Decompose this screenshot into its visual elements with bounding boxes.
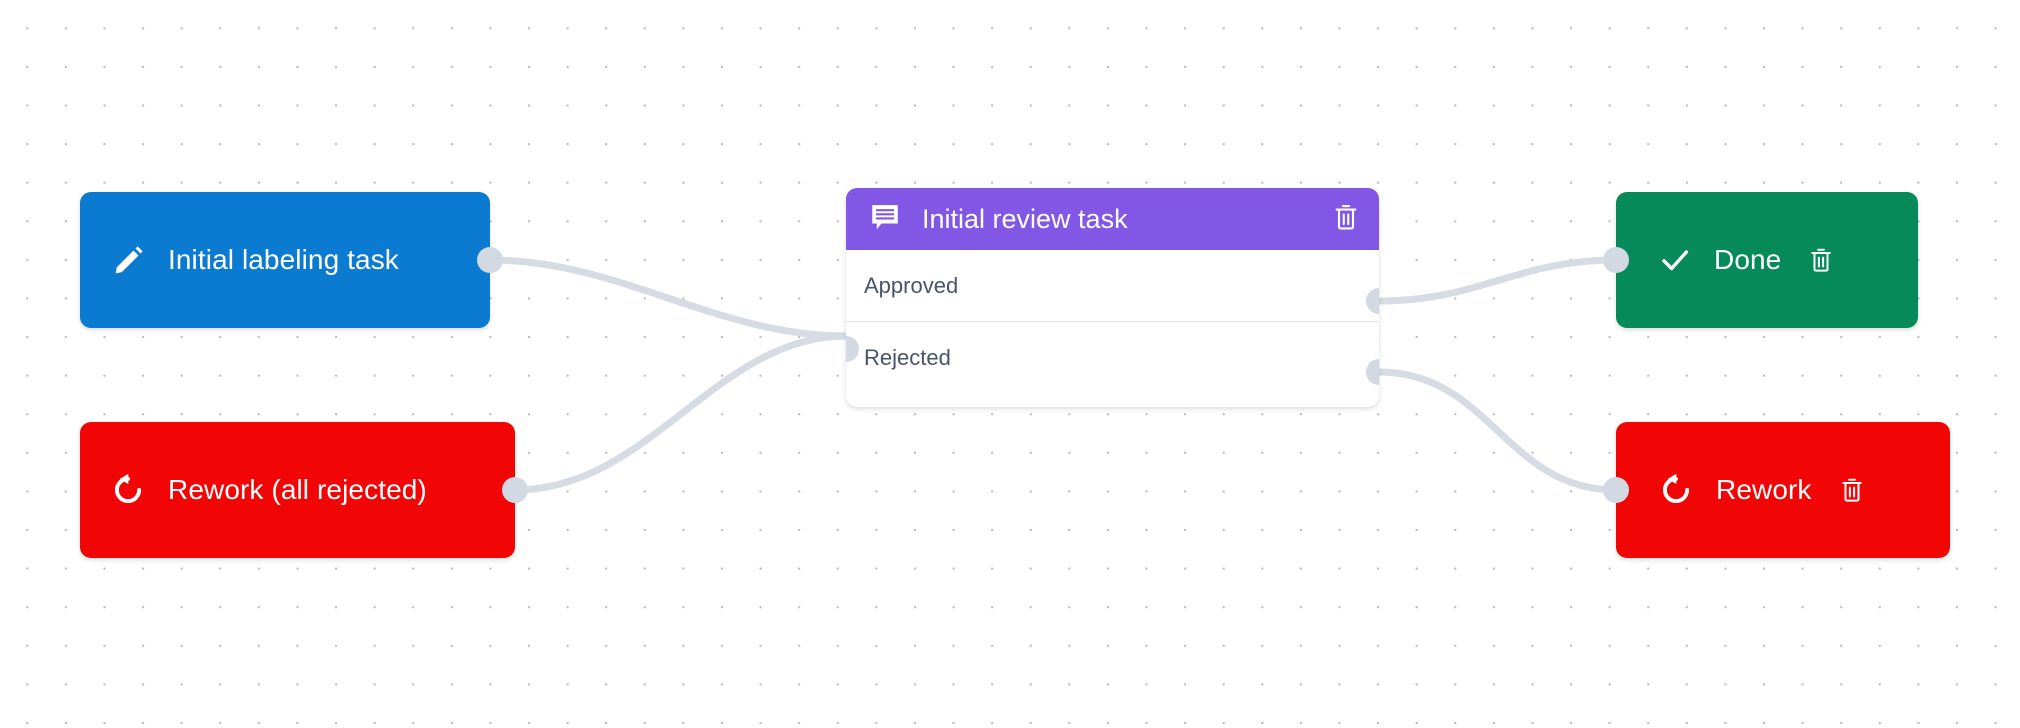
node-done[interactable]: Done (1603, 192, 1918, 328)
node-label: Rework (all rejected) (168, 474, 427, 505)
node-label: Initial labeling task (168, 244, 399, 275)
edge-rejected-to-rework (1375, 368, 1620, 494)
edge-rework-all-to-review (511, 332, 850, 494)
node-label: Rework (1716, 474, 1812, 505)
review-node-body: Approved Rejected (846, 250, 1379, 393)
check-icon (1658, 243, 1692, 277)
edge-approved-to-done (1375, 256, 1620, 305)
node-rework[interactable]: Rework (1603, 422, 1950, 558)
review-row-rejected[interactable]: Rejected (846, 322, 1379, 393)
pencil-icon (112, 243, 146, 277)
rotate-ccw-icon (110, 472, 146, 508)
review-node-title: Initial review task (922, 203, 1128, 234)
review-row-label: Rejected (864, 344, 951, 370)
trash-icon[interactable] (1838, 476, 1866, 504)
input-port[interactable] (1603, 477, 1629, 503)
node-rework-all-rejected[interactable]: Rework (all rejected) (80, 422, 528, 558)
edge-labeling-to-review (486, 256, 850, 340)
input-port[interactable] (1603, 247, 1629, 273)
node-label: Done (1714, 244, 1782, 275)
row-separator (846, 321, 1379, 322)
input-port[interactable] (846, 336, 859, 362)
node-initial-review-task[interactable]: Initial review task Approved (846, 188, 1379, 407)
node-initial-labeling-task[interactable]: Initial labeling task (80, 192, 503, 328)
review-node-header[interactable]: Initial review task (846, 188, 1379, 250)
output-port-rejected[interactable] (1366, 359, 1379, 385)
trash-icon[interactable] (1807, 246, 1835, 274)
rotate-ccw-icon (1658, 472, 1694, 508)
review-row-approved[interactable]: Approved (846, 250, 1379, 321)
trash-icon[interactable] (1331, 202, 1361, 237)
output-port[interactable] (502, 477, 528, 503)
output-port[interactable] (477, 247, 503, 273)
comment-lines-icon (868, 200, 902, 239)
output-port-approved[interactable] (1366, 288, 1379, 314)
review-row-label: Approved (864, 272, 959, 298)
